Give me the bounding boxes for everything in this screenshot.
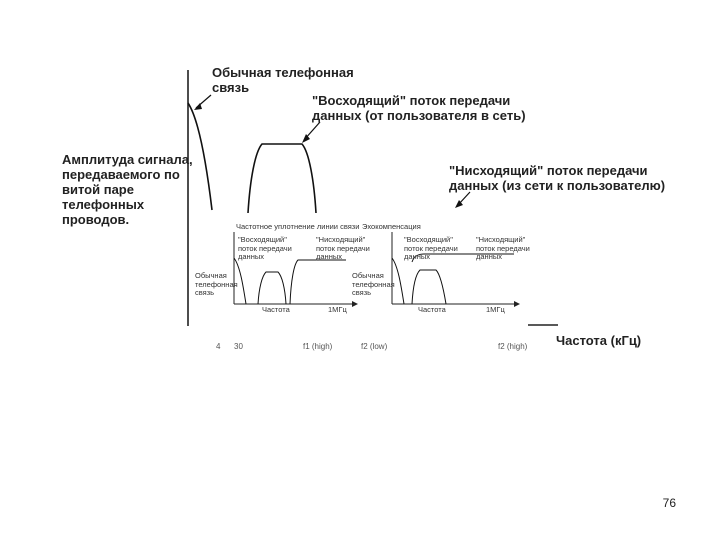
inset-fdm-downstream-label: "Нисходящий" поток передачи данных [316, 235, 370, 262]
upstream-band-curve [247, 143, 317, 214]
inset-echo-title: Эхокомпенсация [362, 222, 421, 231]
inset-echo-x-label: Частота [418, 305, 446, 314]
inset-echo-x-end: 1МГц [486, 305, 505, 314]
downstream-label: "Нисходящий" поток передачи данных (из с… [449, 163, 666, 193]
inset-echo-upstream-curve [411, 269, 447, 305]
inset-echo-voice-label: Обычная телефонная связь [352, 271, 395, 298]
inset-echo-downstream-curve [411, 253, 514, 263]
inset-fdm-voice-curve [233, 257, 247, 305]
inset-fdm-graph [233, 232, 358, 307]
inset-fdm-upstream-curve [257, 271, 287, 305]
inset-fdm-x-label: Частота [262, 305, 290, 314]
upstream-arrow-head [302, 134, 310, 143]
inset-echo-downstream-label: "Нисходящий" поток передачи данных [476, 235, 530, 262]
inset-echo-voice-curve [391, 257, 405, 305]
tick-30: 30 [234, 342, 243, 351]
upstream-label: "Восходящий" поток передачи данных (от п… [312, 93, 526, 123]
inset-echo-upstream-label: "Восходящий" поток передачи данных [404, 235, 458, 262]
inset-fdm-x-arrow [352, 301, 358, 307]
inset-fdm-voice-label: Обычная телефонная связь [195, 271, 238, 298]
inset-fdm-x-end: 1МГц [328, 305, 347, 314]
amplitude-label: Амплитуда сигнала, передаваемого по вито… [62, 152, 193, 227]
voice-arrow-head [194, 103, 202, 110]
tick-f2-low: f2 (low) [361, 342, 388, 351]
page-number: 76 [662, 496, 676, 510]
inset-echo-x-arrow [514, 301, 520, 307]
inset-fdm-downstream-curve [289, 259, 346, 305]
tick-f2-high: f2 (high) [498, 342, 528, 351]
tick-4: 4 [216, 342, 221, 351]
inset-fdm-upstream-label: "Восходящий" поток передачи данных [238, 235, 292, 262]
inset-echo-graph [391, 232, 520, 307]
frequency-axis-label: Частота (кГц) [556, 333, 642, 348]
voice-band-curve [187, 102, 213, 211]
inset-fdm-title: Частотное уплотнение линии связи [236, 222, 360, 231]
tick-f1-high: f1 (high) [303, 342, 333, 351]
voice-label: Обычная телефонная связь [212, 65, 354, 95]
downstream-arrow-head [455, 200, 463, 208]
